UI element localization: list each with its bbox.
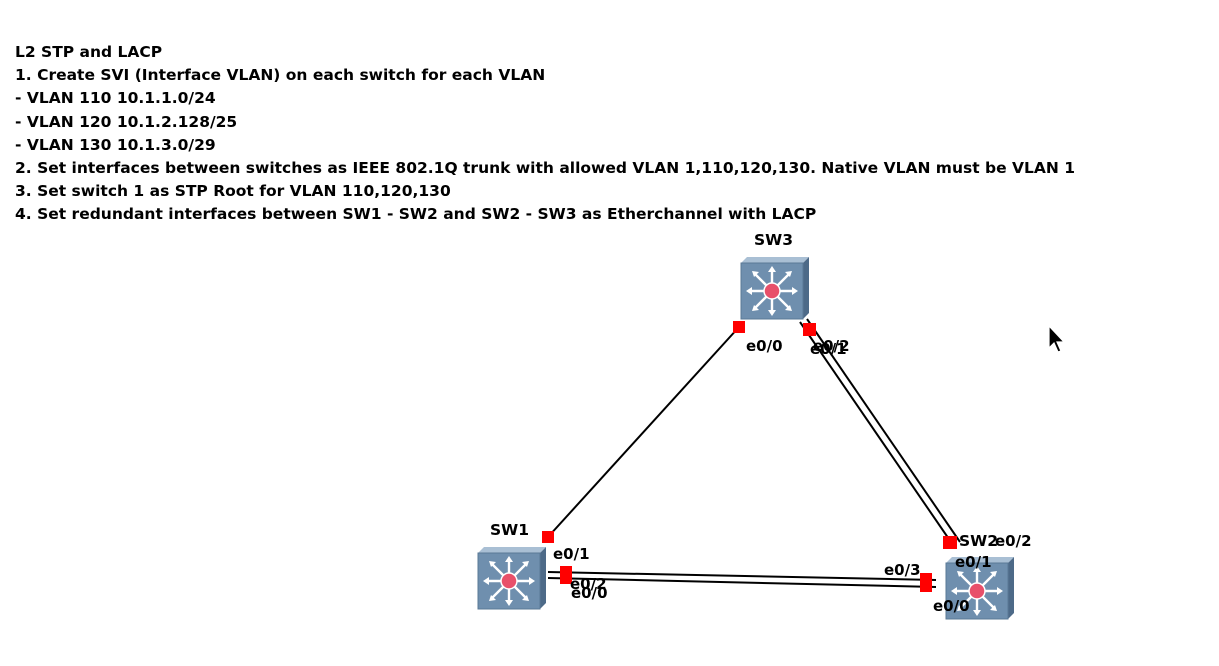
- port-marker: [803, 323, 816, 336]
- port-marker: [733, 321, 745, 333]
- instruction-line: 2. Set interfaces between switches as IE…: [15, 159, 1076, 178]
- mouse-pointer-icon: [1048, 324, 1066, 353]
- sw1-label: SW1: [490, 521, 529, 539]
- port-label: e0/2: [813, 337, 850, 355]
- port-marker: [560, 572, 572, 584]
- port-marker: [920, 580, 932, 592]
- instruction-line: 4. Set redundant interfaces between SW1 …: [15, 205, 817, 224]
- port-label: e0/1: [810, 340, 847, 358]
- link-sw1-sw3[interactable]: [547, 326, 740, 538]
- port-label: e0/2: [570, 575, 607, 593]
- sw2-label: SW2: [959, 532, 998, 550]
- port-label: e0/3: [884, 561, 921, 579]
- port-label: e0/1: [553, 545, 590, 563]
- sw3-label: SW3: [754, 231, 793, 249]
- port-label: e0/2: [995, 532, 1032, 550]
- port-marker: [943, 536, 957, 549]
- instruction-line: - VLAN 110 10.1.1.0/24: [15, 89, 216, 108]
- port-label: e0/0: [746, 337, 783, 355]
- sw3-switch-icon[interactable]: [739, 255, 811, 321]
- instruction-line: 3. Set switch 1 as STP Root for VLAN 110…: [15, 182, 451, 201]
- lab-title: L2 STP and LACP: [15, 43, 163, 61]
- link-sw1-sw2-a[interactable]: [547, 571, 937, 581]
- link-sw3-sw2-b[interactable]: [806, 318, 961, 543]
- instruction-line: - VLAN 120 10.1.2.128/25: [15, 112, 238, 131]
- sw1-switch-icon[interactable]: [476, 545, 548, 611]
- instruction-line: - VLAN 130 10.1.3.0/29: [15, 135, 216, 154]
- port-label: e0/0: [571, 584, 608, 602]
- port-label: e0/0: [933, 597, 970, 615]
- instruction-line: 1. Create SVI (Interface VLAN) on each s…: [15, 66, 546, 85]
- link-sw3-sw2-a[interactable]: [799, 321, 954, 546]
- link-sw1-sw2-b[interactable]: [547, 577, 937, 588]
- port-marker: [542, 531, 554, 543]
- port-label: e0/1: [955, 553, 992, 571]
- lab-instructions: L2 STP and LACP 1. Create SVI (Interface…: [15, 41, 1215, 227]
